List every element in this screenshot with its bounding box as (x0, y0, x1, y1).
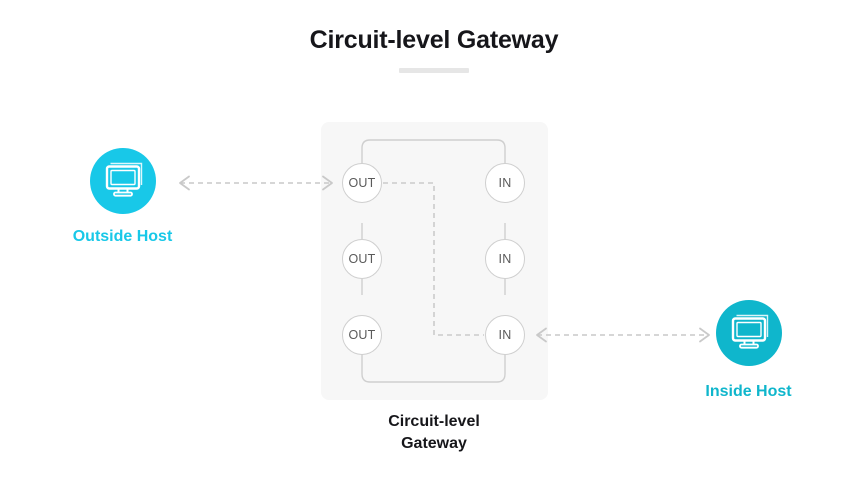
outside-host-node[interactable] (90, 148, 156, 214)
monitor-icon (731, 314, 769, 349)
arrowhead-right (699, 327, 710, 343)
gateway-circuit-diagram (361, 139, 506, 383)
inside-host-label: Inside Host (705, 383, 792, 400)
inside-host-node[interactable] (716, 300, 782, 366)
internal-circuit-path (383, 182, 484, 336)
gateway-caption-line-1: Circuit-level (388, 413, 480, 430)
outside-host-label: Outside Host (72, 228, 173, 245)
port-in-2[interactable]: IN (485, 239, 525, 279)
port-out-3[interactable]: OUT (342, 315, 382, 355)
title-divider (399, 68, 469, 73)
arrowhead-left (179, 175, 190, 191)
circuit-track-bottom (361, 339, 506, 383)
connector-gateway-to-inside-host (536, 327, 710, 343)
port-out-2[interactable]: OUT (342, 239, 382, 279)
circuit-track-top (361, 139, 506, 183)
gateway-caption: Circuit-level Gateway (334, 411, 534, 454)
arrowhead-left (536, 327, 547, 343)
port-out-1[interactable]: OUT (342, 163, 382, 203)
arrowhead-right (322, 175, 333, 191)
monitor-icon (105, 162, 143, 197)
connector-outside-host-to-gateway (179, 175, 333, 191)
gateway-caption-line-2: Gateway (401, 434, 467, 452)
port-in-3[interactable]: IN (485, 315, 525, 355)
port-in-1[interactable]: IN (485, 163, 525, 203)
page-title: Circuit-level Gateway (309, 26, 559, 54)
